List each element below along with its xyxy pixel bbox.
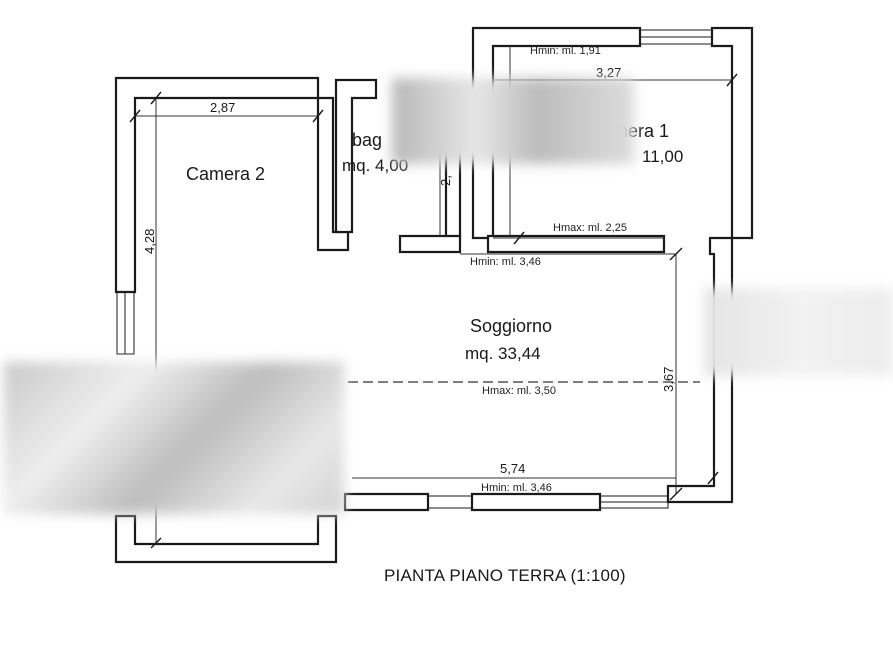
- dim-bagno-depth: 2,: [438, 175, 453, 186]
- plan-title: PIANTA PIANO TERRA (1:100): [384, 566, 626, 585]
- wall-bottom-mid: [470, 492, 602, 512]
- redacted-area-top: [392, 78, 634, 164]
- redacted-area-left: [4, 362, 344, 514]
- wall-camera1-top-left: [471, 26, 642, 240]
- room-name-camera2: Camera 2: [186, 164, 266, 184]
- windows: [116, 29, 713, 509]
- height-soggiorno-hmin: Hmin: ml. 3,46: [481, 482, 552, 494]
- dim-camera1-width: 3,27: [596, 65, 622, 80]
- wall-camera2-left: [114, 76, 320, 294]
- wall-camera1-bottom: [486, 234, 666, 254]
- room-area-soggiorno: mq. 33,44: [465, 344, 541, 363]
- height-camera1-hmax: Hmax: ml. 2,25: [553, 222, 627, 234]
- room-name-soggiorno: Soggiorno: [470, 316, 553, 336]
- height-camera1-hmin: Hmin: ml. 1,91: [530, 45, 601, 57]
- room-area-bagno: mq. 4,00: [342, 156, 409, 175]
- dim-camera2-width: 2,87: [210, 100, 236, 115]
- window-bottom-mid: [427, 495, 473, 509]
- dimension-ticks: [129, 73, 738, 549]
- wall-bottom-left-room: [114, 514, 338, 564]
- room-name-bagno: bag: [352, 130, 383, 150]
- redacted-area-right: [704, 288, 893, 376]
- dim-camera2-depth: 4,28: [142, 228, 157, 254]
- height-soggiorno-hmax: Hmax: ml. 3,50: [482, 385, 556, 397]
- wall-bottom-left: [343, 492, 430, 512]
- dim-soggiorno-depth: 3,67: [661, 366, 676, 392]
- wall-bagno-left: [334, 78, 378, 234]
- wall-camera1-top-right: [710, 26, 754, 240]
- wall-corridor: [398, 234, 462, 254]
- dim-soggiorno-width: 5,74: [500, 461, 526, 476]
- room-area-camera1: 11,00: [642, 147, 684, 166]
- height-corridor-hmin: Hmin: ml. 3,46: [470, 256, 541, 268]
